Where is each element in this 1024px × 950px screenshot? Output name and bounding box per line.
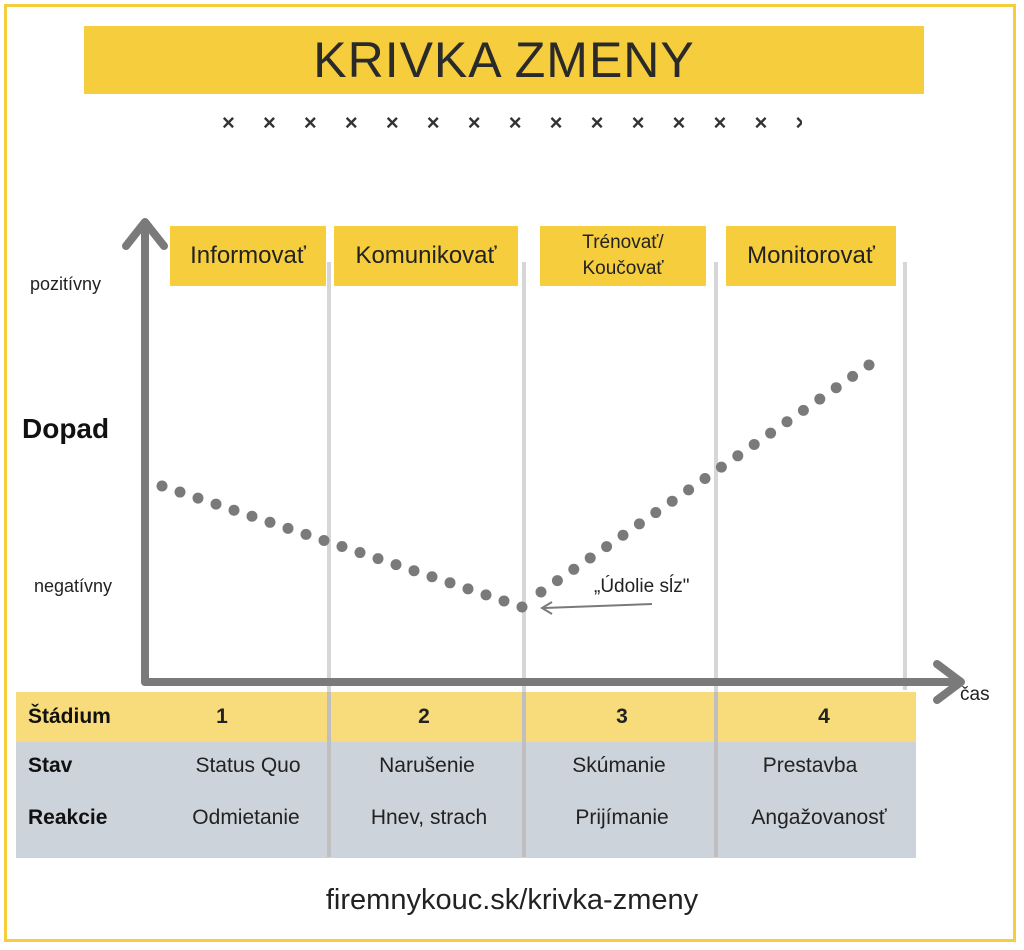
curve-dot (408, 565, 420, 577)
phase-label: Monitorovať (747, 242, 875, 269)
curve-dot (781, 416, 793, 428)
stage-number: 4 (818, 705, 830, 728)
curve-dot (568, 563, 580, 575)
curve-dot (354, 547, 366, 559)
phase-label: Komunikovať (355, 242, 497, 269)
curve-dot (516, 601, 528, 613)
curve-dot (228, 504, 240, 516)
stage-number: 3 (616, 705, 628, 728)
stage-header: Štádium (28, 705, 111, 728)
curve-dot (264, 516, 276, 528)
page-title: KRIVKA ZMENY (313, 32, 695, 88)
valley-annotation: „Údolie sĺz" (594, 576, 690, 597)
curve-dot (390, 559, 402, 571)
phase-trenovat-koucovat: Trénovať/ Koučovať (540, 226, 706, 286)
reaction-header: Reakcie (28, 806, 108, 829)
curve-dot (551, 575, 563, 587)
curve-dot (863, 359, 875, 371)
curve-dot (847, 370, 859, 382)
state-cell: Narušenie (379, 754, 475, 777)
change-curve (156, 359, 875, 613)
curve-dot (282, 522, 294, 534)
curve-dot (617, 529, 629, 541)
curve-dot (666, 495, 678, 507)
curve-dot (683, 484, 695, 496)
curve-dot (650, 507, 662, 519)
curve-dot (444, 577, 456, 589)
curve-dot (156, 480, 168, 492)
phase-label: Informovať (190, 242, 306, 269)
curve-dot (633, 518, 645, 530)
curve-dot (765, 427, 777, 439)
curve-dot (336, 541, 348, 552)
stage-row: Štádium 1 2 3 4 (16, 692, 916, 742)
phase-komunikovat: Komunikovať (334, 226, 518, 286)
footer-url: firemnykouc.sk/krivka-zmeny (325, 884, 699, 916)
state-header: Stav (28, 754, 73, 777)
state-reaction-rows: Stav Status Quo Narušenie Skúmanie Prest… (16, 742, 916, 858)
y-axis-arrowhead (122, 218, 168, 250)
curve-dot (498, 595, 510, 607)
stage-number: 2 (418, 705, 430, 728)
curve-dot (535, 586, 547, 598)
y-axis-top-label: pozitívny (30, 274, 102, 294)
reaction-cell: Hnev, strach (370, 806, 488, 829)
curve-dot (192, 492, 204, 504)
annotation-arrow-line (543, 603, 653, 609)
x-axis-label: čas (960, 684, 990, 705)
page-frame (4, 4, 1016, 942)
curve-dot (174, 486, 186, 498)
curve-dot (300, 528, 312, 540)
curve-dot (462, 583, 474, 595)
annotation-arrowhead (540, 601, 553, 615)
curve-dot (699, 473, 711, 484)
phase-monitorovat: Monitorovať (726, 226, 896, 286)
stage-number: 1 (216, 705, 228, 728)
curve-dot (601, 541, 613, 553)
title-banner: KRIVKA ZMENY (84, 26, 924, 94)
curve-dot (426, 571, 438, 583)
curve-dot (814, 393, 826, 405)
reaction-cell: Odmietanie (192, 806, 300, 829)
state-cell: Status Quo (195, 754, 301, 777)
y-axis-bottom-label: negatívny (34, 576, 113, 596)
curve-dot (480, 589, 492, 601)
x-axis-arrowhead (933, 660, 965, 704)
y-axis-title: Dopad (22, 413, 110, 444)
curve-dot (715, 461, 727, 473)
curve-dot (830, 382, 842, 394)
curve-dot (584, 552, 596, 564)
state-cell: Skúmanie (572, 754, 666, 777)
curve-dot (372, 553, 384, 565)
curve-dot (748, 438, 760, 450)
curve-dot (797, 404, 809, 416)
reaction-cell: Angažovanosť (751, 806, 887, 829)
phase-informovat: Informovať (170, 226, 326, 286)
curve-dot (732, 450, 744, 462)
state-cell: Prestavba (762, 754, 858, 777)
curve-dot (318, 534, 330, 546)
phase-label: Trénovať/ Koučovať (582, 232, 664, 279)
curve-dot (246, 510, 258, 522)
reaction-cell: Prijímanie (575, 806, 669, 829)
curve-dot (210, 498, 222, 510)
cross-divider: × × × × × × × × × × × × × × × × × × × × … (222, 110, 802, 135)
